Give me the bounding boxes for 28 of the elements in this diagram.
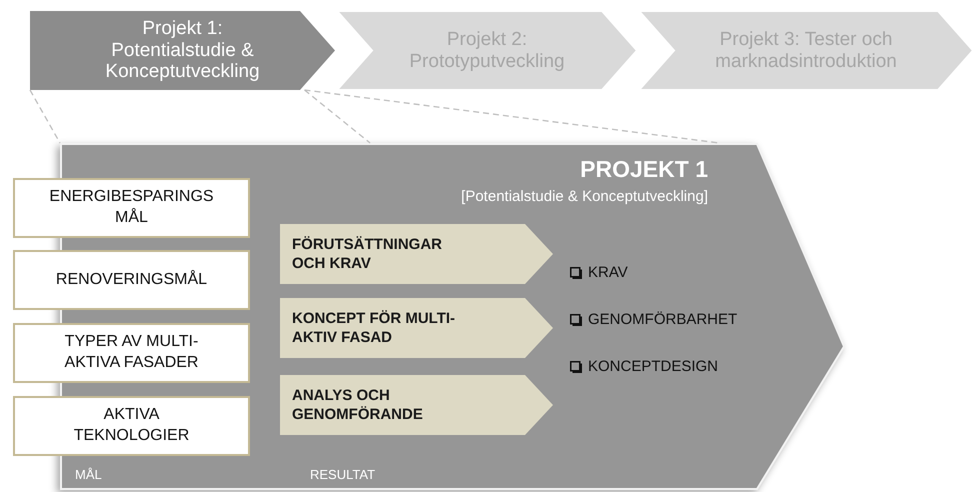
- goal-box: [13, 396, 250, 456]
- dashed-zoom-line: [304, 90, 370, 144]
- goal-text: RENOVERINGSMÅL: [56, 270, 208, 290]
- chevron-step: [30, 11, 335, 90]
- chevron-step: [337, 11, 637, 90]
- result-item: GENOMFÖRBARHET: [588, 310, 738, 330]
- goal-box: [13, 250, 250, 310]
- step-text: ANALYS OCH GENOMFÖRANDE: [292, 386, 424, 424]
- result-item: KRAV: [588, 263, 628, 283]
- step-title: Projekt 1: Potentialstudie & Konceptutveckling: [104, 18, 261, 84]
- panel-title: PROJEKT 1: [580, 155, 708, 184]
- panel-subtitle: [Potentialstudie & Konceptutveckling]: [461, 188, 708, 206]
- goal-box: [13, 323, 250, 383]
- goal-text: ENERGIBESPARINGS MÅL: [49, 187, 214, 228]
- chevron-box: [280, 375, 553, 435]
- step-text: KONCEPT FÖR MULTI- AKTIV FASAD: [292, 308, 456, 348]
- chevron-box: [280, 298, 553, 358]
- dashed-zoom-line: [304, 89, 720, 144]
- goal-box: [13, 178, 250, 238]
- column-label: MÅL: [75, 466, 102, 484]
- step-text: FÖRUTSÄTTNINGAR OCH KRAV: [292, 234, 443, 274]
- goal-text: AKTIVA TEKNOLOGIER: [72, 405, 190, 446]
- chevron-box: [280, 224, 553, 284]
- goal-text: TYPER AV MULTI- AKTIVA FASADER: [64, 332, 200, 373]
- column-label: RESULTAT: [310, 466, 376, 484]
- dashed-zoom-line: [29, 90, 61, 144]
- result-item: KONCEPTDESIGN: [588, 357, 718, 377]
- chevron-step: [639, 11, 973, 90]
